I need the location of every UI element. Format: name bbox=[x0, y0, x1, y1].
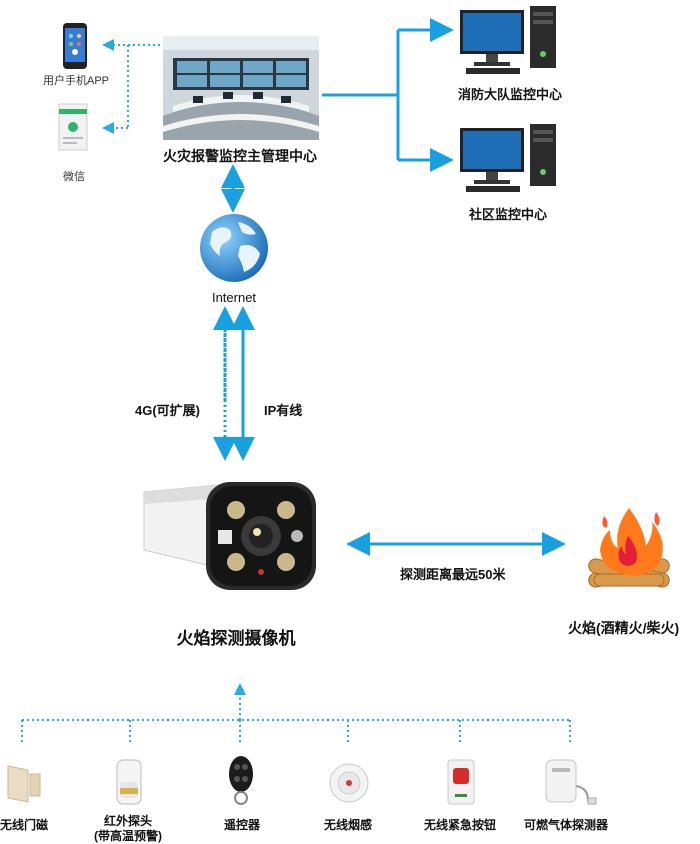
main-center-label: 火灾报警监控主管理中心 bbox=[163, 148, 317, 164]
app-dotted-links bbox=[102, 39, 160, 134]
emergency-button-icon bbox=[446, 758, 476, 806]
globe-icon bbox=[198, 212, 270, 284]
camera-label: 火焰探测摄像机 bbox=[176, 629, 296, 648]
phone-app-label: 用户手机APP bbox=[42, 75, 110, 87]
sensor-label-remote: 遥控器 bbox=[223, 818, 261, 832]
sensor-label-gas: 可燃气体探测器 bbox=[523, 818, 609, 832]
infrared-probe-icon bbox=[114, 758, 144, 806]
center-links bbox=[322, 18, 454, 172]
flame-detection-camera-icon bbox=[140, 478, 324, 596]
sensor-label-emergency: 无线紧急按钮 bbox=[423, 818, 497, 832]
smoke-detector-icon bbox=[328, 762, 370, 804]
control-room-image bbox=[163, 36, 319, 140]
community-computer-icon bbox=[458, 124, 560, 194]
fire-brigade-computer-icon bbox=[458, 6, 560, 76]
wechat-icon bbox=[58, 103, 88, 151]
cellular-label: 4G(可扩展) bbox=[135, 403, 201, 418]
sensor-sublabel-infrared: (带高温预警) bbox=[94, 829, 162, 843]
flame-icon bbox=[584, 500, 674, 596]
fire-brigade-label: 消防大队监控中心 bbox=[457, 87, 563, 102]
wired-label: IP有线 bbox=[264, 403, 303, 418]
sensor-label-door-magnet: 无线门磁 bbox=[0, 818, 49, 832]
sensor-label-smoke: 无线烟感 bbox=[323, 818, 373, 832]
wechat-label: 微信 bbox=[63, 171, 85, 183]
internet-label: Internet bbox=[211, 290, 257, 305]
distance-label: 探测距离最远50米 bbox=[400, 567, 506, 582]
sensor-bus bbox=[21, 683, 571, 745]
gas-detector-icon bbox=[542, 756, 598, 806]
community-label: 社区监控中心 bbox=[468, 207, 548, 222]
sensor-label-infrared: 红外探头 bbox=[103, 814, 153, 828]
door-magnet-sensor-icon bbox=[4, 764, 44, 804]
flame-label: 火焰(酒精火/柴火) bbox=[568, 620, 680, 636]
remote-control-icon bbox=[228, 754, 254, 810]
phone-app-icon bbox=[62, 22, 88, 70]
